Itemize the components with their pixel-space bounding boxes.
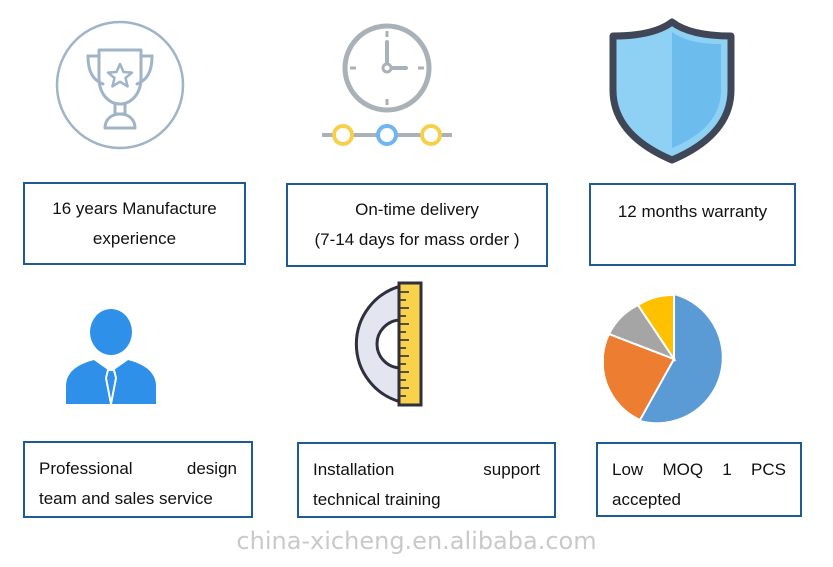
trophy-icon <box>55 20 185 150</box>
clock-timeline-icon <box>322 23 452 146</box>
shield-icon <box>609 18 735 164</box>
feature-word: Installation <box>313 460 395 479</box>
businessman-icon <box>66 309 156 404</box>
feature-box-design-team: Professional design team and sales servi… <box>23 441 253 518</box>
feature-word: MOQ <box>662 460 704 479</box>
pie-chart-icon <box>604 293 722 423</box>
feature-box-delivery: On-time delivery (7-14 days for mass ord… <box>286 183 548 267</box>
feature-line: Professional design <box>39 454 237 484</box>
feature-word: design <box>186 459 237 478</box>
feature-box-warranty: 12 months warranty <box>589 183 796 266</box>
feature-box-experience: 16 years Manufacture experience <box>23 182 246 265</box>
feature-word: Professional <box>39 459 133 478</box>
protractor-ruler-icon <box>354 281 423 407</box>
feature-box-moq: Low MOQ 1 PCS accepted <box>596 442 802 517</box>
feature-line: Installation support <box>313 455 540 485</box>
feature-word: support <box>483 460 540 479</box>
feature-text: 12 months warranty <box>617 202 768 221</box>
feature-text: On-time delivery <box>355 200 479 219</box>
feature-word: 1 <box>722 460 732 479</box>
feature-word: PCS <box>751 460 786 479</box>
watermark: china-xicheng.en.alibaba.com <box>236 527 597 555</box>
feature-text: (7-14 days for mass order ) <box>314 230 520 249</box>
feature-text: 16 years Manufacture <box>52 198 217 218</box>
feature-text: experience <box>92 228 177 248</box>
feature-text: team and sales service <box>39 489 213 508</box>
feature-word: Low <box>612 460 644 479</box>
feature-line: Low MOQ 1 PCS <box>612 455 786 485</box>
feature-text: technical training <box>313 490 441 509</box>
feature-text: accepted <box>612 490 681 509</box>
feature-box-installation: Installation support technical training <box>297 442 556 518</box>
